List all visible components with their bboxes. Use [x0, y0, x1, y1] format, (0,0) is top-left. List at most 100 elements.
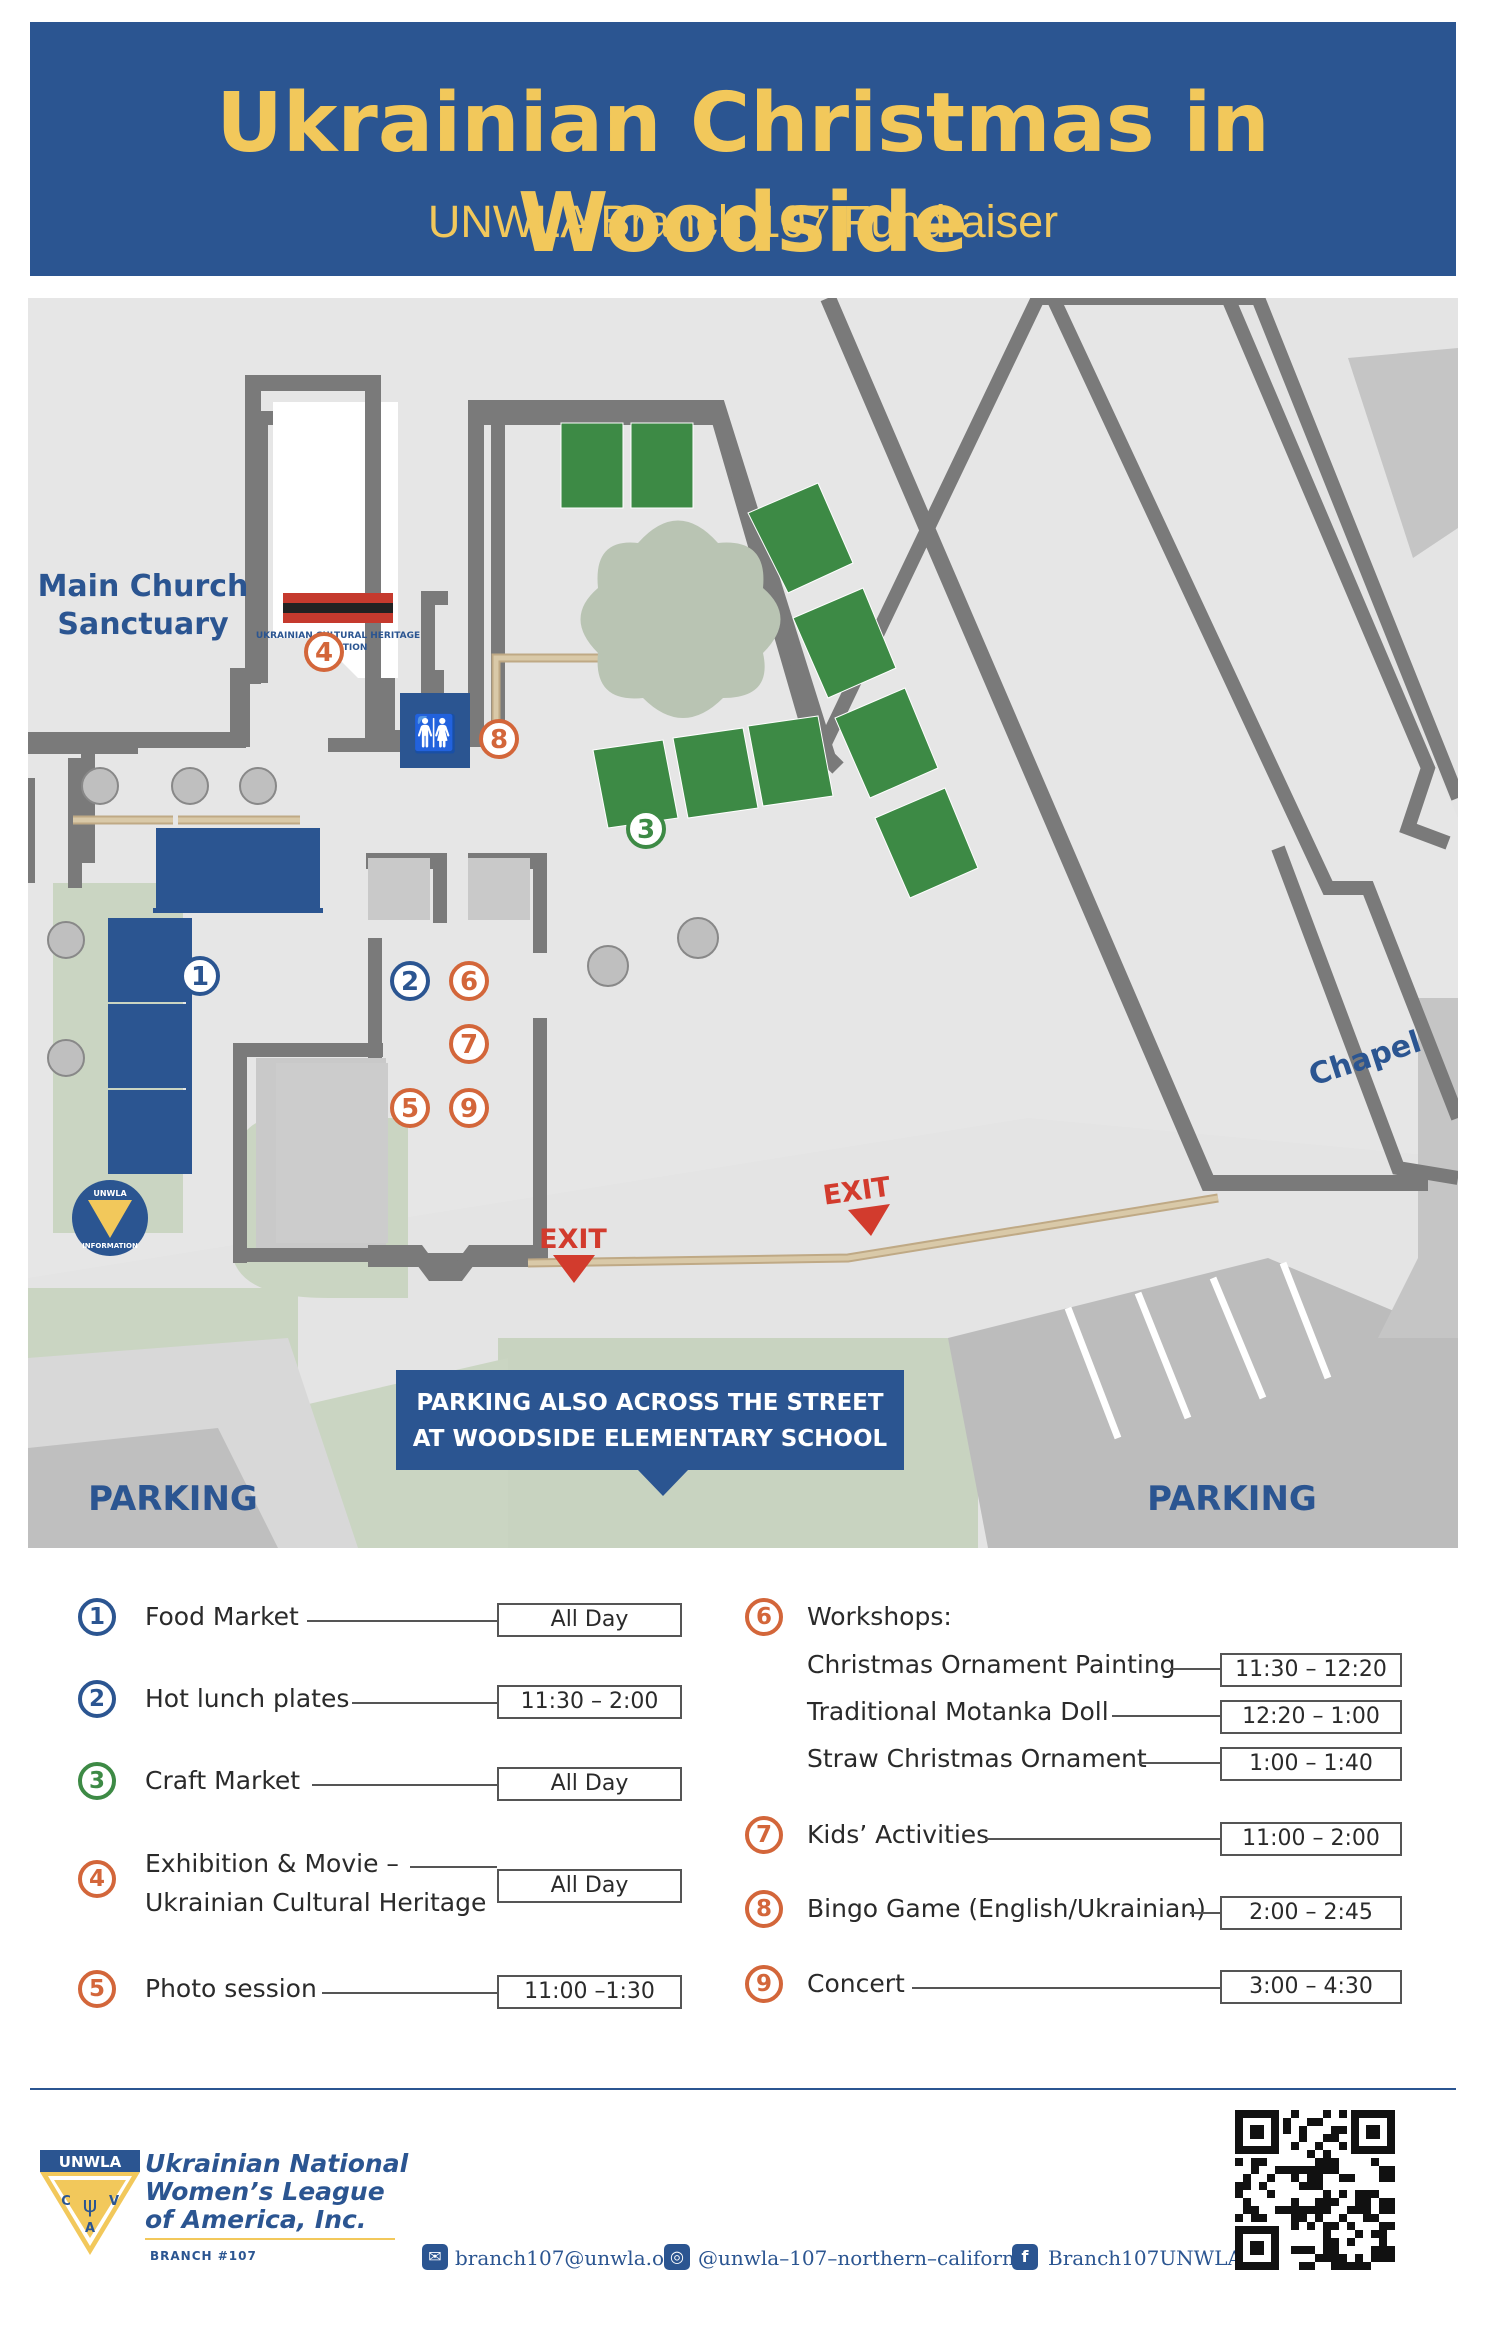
qr-module: [1299, 2182, 1307, 2190]
qr-module: [1291, 2246, 1299, 2254]
qr-module: [1355, 2262, 1363, 2270]
qr-module: [1307, 2222, 1315, 2230]
email-link[interactable]: branch107@unwla.org: [455, 2246, 687, 2270]
qr-module: [1339, 2262, 1347, 2270]
qr-module: [1339, 2214, 1347, 2222]
time-box: 11:30 – 12:20: [1220, 1653, 1402, 1687]
legend-label-kids-activities: Kids’ Activities: [807, 1820, 990, 1849]
qr-module: [1283, 2118, 1291, 2126]
chapel-wall: [1046, 298, 1458, 1121]
svg-text:V: V: [109, 2194, 119, 2209]
qr-module: [1379, 2230, 1387, 2238]
time-box: 2:00 – 2:45: [1220, 1896, 1402, 1930]
leader-line: [1140, 1762, 1220, 1764]
restroom-sign: [400, 693, 470, 768]
qr-module: [1315, 2198, 1323, 2206]
qr-module: [1315, 2206, 1323, 2214]
seating-tables: [47, 767, 719, 1077]
qr-module: [1323, 2222, 1331, 2230]
qr-module: [1363, 2190, 1371, 2198]
qr-module: [1243, 2206, 1251, 2214]
qr-module: [1331, 2158, 1339, 2166]
sanctuary-label: Sanctuary: [57, 607, 229, 642]
qr-module: [1347, 2174, 1355, 2182]
qr-module: [1355, 2230, 1363, 2238]
qr-module: [1291, 2174, 1299, 2182]
parking-notice-text: PARKING ALSO ACROSS THE STREET: [416, 1390, 883, 1416]
map-marker-number: 3: [637, 815, 655, 845]
qr-module: [1347, 2206, 1355, 2214]
qr-module: [1315, 2254, 1323, 2262]
qr-module: [1339, 2254, 1347, 2262]
time-box: 11:00 – 2:00: [1220, 1822, 1402, 1856]
map-marker-circle: [390, 961, 430, 1001]
qr-module: [1291, 2198, 1299, 2206]
qr-module: [1307, 2182, 1315, 2190]
exhibition-label: UKRAINIAN CULTURAL HERITAGE: [256, 631, 420, 641]
exit-arrow-left: [553, 1255, 595, 1283]
time-box: 3:00 – 4:30: [1220, 1970, 1402, 2004]
qr-module: [1371, 2230, 1379, 2238]
leader-line: [322, 1992, 497, 1994]
qr-module: [1379, 2166, 1387, 2174]
qr-module: [1243, 2198, 1251, 2206]
facebook-icon: f: [1012, 2244, 1038, 2270]
instagram-link[interactable]: @unwla–107–northern–california: [698, 2246, 1034, 2270]
qr-module: [1315, 2142, 1323, 2150]
qr-module: [1307, 2206, 1315, 2214]
qr-module: [1379, 2174, 1387, 2182]
qr-module: [1235, 2190, 1243, 2198]
svg-text:UNWLA: UNWLA: [59, 2153, 122, 2171]
qr-module: [1267, 2190, 1275, 2198]
map-marker-circle: [304, 632, 344, 672]
qr-module: [1371, 2158, 1379, 2166]
qr-module: [1291, 2110, 1299, 2118]
qr-module: [1235, 2214, 1243, 2222]
qr-module: [1387, 2246, 1395, 2254]
qr-module: [1235, 2182, 1243, 2190]
org-underline: [145, 2238, 395, 2240]
parking-label-left: PARKING: [88, 1479, 258, 1519]
time-box: All Day: [497, 1603, 682, 1637]
leader-line: [985, 1838, 1220, 1840]
qr-module: [1251, 2166, 1259, 2174]
time-box: All Day: [497, 1767, 682, 1801]
time-box: 1:00 – 1:40: [1220, 1747, 1402, 1781]
embroidery-band-stripe: [283, 603, 393, 613]
qr-module: [1363, 2198, 1371, 2206]
qr-module: [1331, 2198, 1339, 2206]
qr-module: [1339, 2142, 1347, 2150]
qr-module: [1355, 2206, 1363, 2214]
qr-module: [1307, 2174, 1315, 2182]
qr-module: [1323, 2254, 1331, 2262]
time-box: 11:30 – 2:00: [497, 1685, 682, 1719]
info-badge-label: INFORMATION: [82, 1242, 138, 1250]
legend-number: 6: [745, 1598, 783, 1636]
instagram-icon: ◎: [664, 2244, 690, 2270]
qr-module: [1243, 2174, 1251, 2182]
svg-text:A: A: [85, 2221, 95, 2236]
parking-notice-arrow: [638, 1470, 688, 1496]
leader-line: [1170, 1668, 1220, 1670]
pillar: [468, 858, 530, 920]
map-marker-circle: [449, 1024, 489, 1064]
parking-notice-text: AT WOODSIDE ELEMENTARY SCHOOL: [413, 1426, 888, 1452]
qr-module: [1331, 2166, 1339, 2174]
legend-label-hot-lunch: Hot lunch plates: [145, 1684, 350, 1713]
qr-module: [1291, 2206, 1299, 2214]
qr-module: [1315, 2166, 1323, 2174]
map-marker-circle: [180, 956, 220, 996]
qr-module: [1299, 2262, 1307, 2270]
qr-module: [1379, 2206, 1387, 2214]
qr-module: [1307, 2246, 1315, 2254]
qr-module: [1363, 2262, 1371, 2270]
qr-module: [1323, 2150, 1331, 2158]
svg-text:C: C: [61, 2194, 71, 2209]
legend-label-bingo: Bingo Game (English/Ukrainian): [807, 1894, 1206, 1923]
qr-module: [1331, 2254, 1339, 2262]
facebook-link[interactable]: Branch107UNWLA: [1048, 2246, 1242, 2270]
legend-number: 2: [78, 1680, 116, 1718]
leader-line: [1190, 1912, 1220, 1914]
qr-code[interactable]: [1235, 2110, 1395, 2270]
qr-module: [1299, 2126, 1307, 2134]
